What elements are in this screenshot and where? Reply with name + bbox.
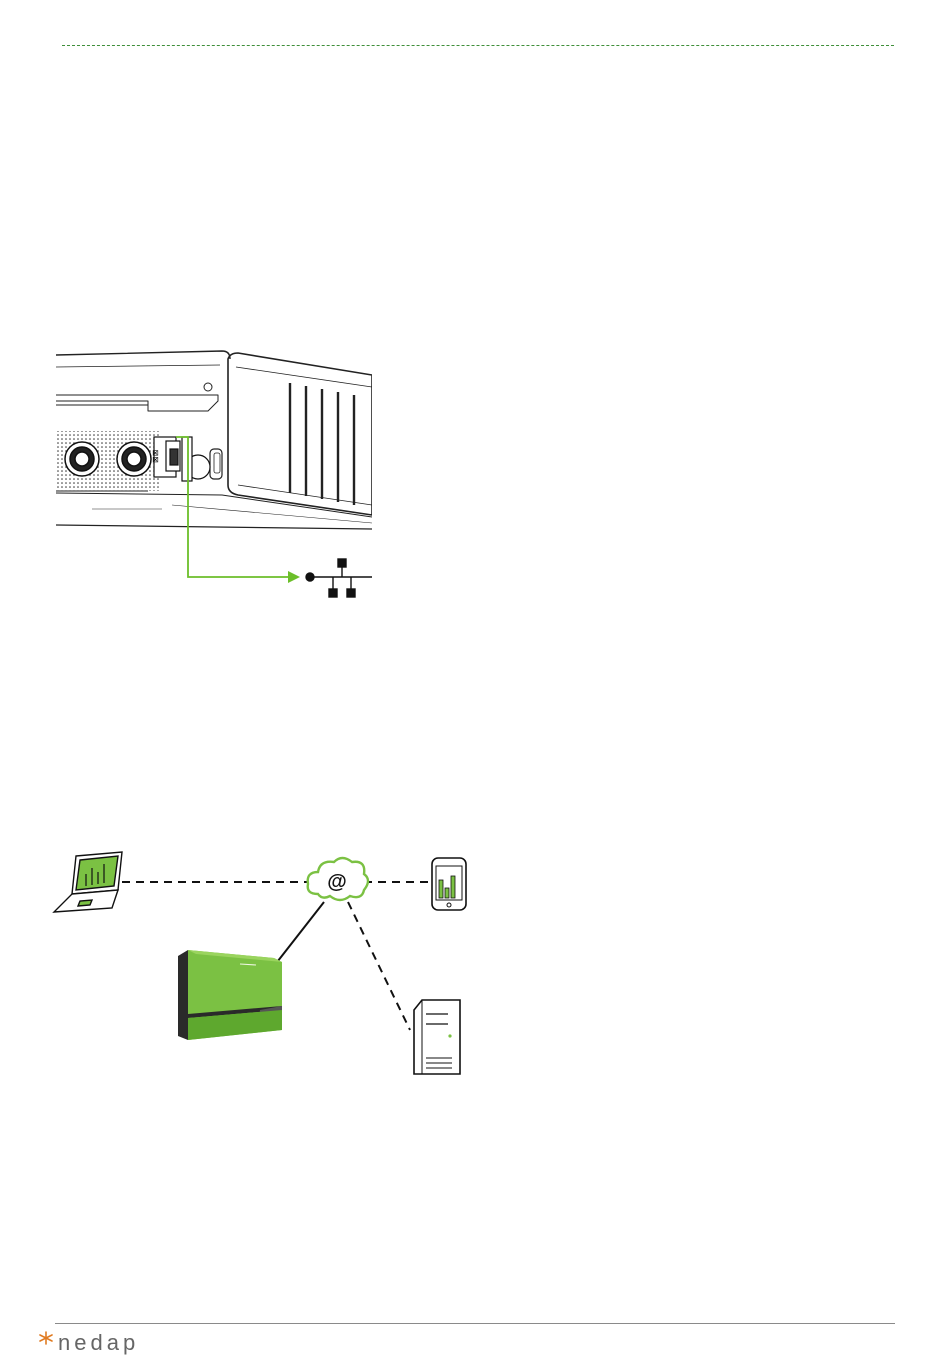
header-dashed-rule bbox=[62, 45, 894, 46]
laptop-icon bbox=[54, 852, 122, 912]
smartphone-icon bbox=[432, 858, 466, 910]
cable-gland-2 bbox=[117, 442, 151, 476]
footer-rule bbox=[55, 1323, 895, 1324]
connector-block bbox=[154, 437, 210, 481]
arrow-icon bbox=[288, 571, 300, 583]
brand-wordmark: nedap bbox=[58, 1330, 139, 1355]
cloud-at-symbol: @ bbox=[327, 871, 347, 893]
cable-gland-1 bbox=[65, 442, 99, 476]
star-icon bbox=[40, 1332, 52, 1344]
network-icon bbox=[306, 559, 372, 597]
internet-cloud-icon: @ bbox=[308, 858, 368, 900]
nedap-logo: nedap bbox=[36, 1328, 216, 1356]
server-icon bbox=[414, 1000, 460, 1074]
inverter-link bbox=[274, 902, 324, 966]
inverter-connection-illustration: ⊠⊠ bbox=[52, 345, 372, 610]
inverter-device-icon bbox=[178, 950, 282, 1040]
server-link bbox=[348, 902, 410, 1030]
network-port-label: ⊠⊠ bbox=[151, 450, 160, 463]
inverter-cover bbox=[228, 353, 372, 515]
housing-top-edge bbox=[56, 351, 230, 359]
remote-monitoring-diagram: @ bbox=[50, 850, 480, 1090]
